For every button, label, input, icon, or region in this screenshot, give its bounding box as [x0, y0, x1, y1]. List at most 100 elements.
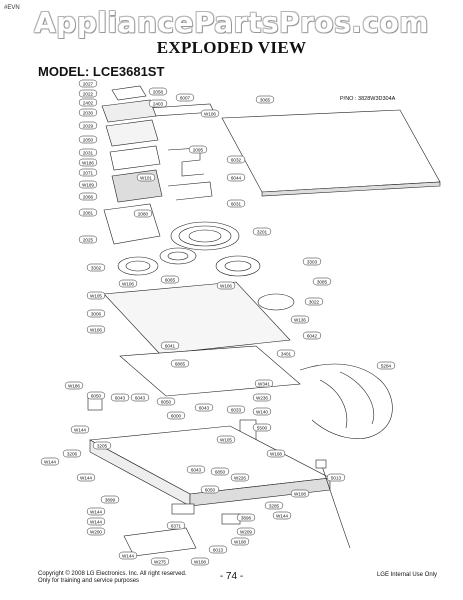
part-label: W101	[136, 173, 156, 182]
part-label: 3896	[236, 513, 256, 522]
part-label: W106	[86, 325, 106, 334]
top-board-part	[111, 85, 147, 101]
part-label: W226	[230, 473, 250, 482]
part-label-text: W106	[220, 284, 232, 289]
part-label-text: 3899	[105, 498, 116, 503]
part-label: 6043	[110, 393, 130, 402]
power-cord-part	[321, 465, 351, 549]
insulation-sheet-part	[119, 345, 301, 397]
part-label: 2025	[78, 235, 98, 244]
part-label: 2081	[78, 208, 98, 217]
part-label: W140	[252, 407, 272, 416]
part-label: W275	[150, 557, 170, 566]
part-label: 6043	[194, 403, 214, 412]
part-label: W186	[64, 381, 84, 390]
footer-left: Copyright © 2008 LG Electronics. Inc. Al…	[38, 571, 187, 585]
part-label: W106	[118, 279, 138, 288]
watermark: AppliancePartsPros.com	[34, 6, 429, 39]
part-label-text: 3022	[309, 300, 320, 305]
part-label-text: 2030	[83, 111, 94, 116]
part-label: 2027	[78, 79, 98, 88]
part-label-text: 6007	[180, 96, 191, 101]
part-label-text: W106	[204, 112, 216, 117]
part-label: 2403	[148, 99, 168, 108]
part-label-text: 2095	[193, 148, 204, 153]
part-label: W209	[236, 527, 256, 536]
part-label: 3206	[62, 449, 82, 458]
diagram-parts	[87, 85, 441, 557]
part-label: 6000	[166, 411, 186, 420]
part-label: 6850	[210, 467, 230, 476]
part-label-text: 3285	[269, 504, 280, 509]
part-label: 6013	[208, 545, 228, 554]
part-number-label: P/NO : 3828W3D304A	[340, 96, 396, 102]
part-label: 2031	[78, 148, 98, 157]
part-label: 6371	[166, 521, 186, 530]
part-label: W106	[216, 281, 236, 290]
part-label: W105	[86, 291, 106, 300]
part-label-text: W226	[234, 476, 246, 481]
element-mid-core	[167, 251, 189, 261]
part-label: W108	[190, 557, 210, 566]
part-label: 3285	[264, 501, 284, 510]
part-label-text: 3302	[91, 266, 102, 271]
part-label-text: 6041	[165, 344, 176, 349]
part-label: 3302	[86, 263, 106, 272]
part-label: 6065	[160, 275, 180, 284]
part-label: W144	[86, 517, 106, 526]
part-label: W200	[86, 527, 106, 536]
footer-right: LGE Internal Use Only	[376, 572, 437, 578]
glass-top-edge	[261, 181, 441, 197]
part-label-text: 6031	[231, 202, 242, 207]
part-label-text: 2080	[138, 212, 149, 217]
part-label: 2050	[78, 135, 98, 144]
part-label-text: W105	[90, 294, 102, 299]
glass-top-part	[221, 109, 441, 193]
wiring-harness-part	[299, 363, 393, 439]
part-label: 3201	[252, 227, 272, 236]
part-label: W108	[290, 489, 310, 498]
part-label: 6033	[226, 405, 246, 414]
part-label-text: 6013	[213, 548, 224, 553]
part-label-text: 6042	[307, 334, 318, 339]
part-label-text: 5284	[381, 364, 392, 369]
part-label: 6044	[226, 173, 246, 182]
element-right-part	[215, 255, 261, 277]
part-label-text: W108	[270, 452, 282, 457]
part-label: 6042	[302, 331, 322, 340]
large-element-core	[188, 229, 222, 243]
part-label-text: W189	[82, 183, 94, 188]
part-label: 6050	[156, 397, 176, 406]
element-right-core	[224, 260, 252, 272]
part-label-text: W200	[90, 530, 102, 535]
part-label: 2066	[78, 192, 98, 201]
part-label-text: W186	[68, 384, 80, 389]
part-label-text: W144	[90, 520, 102, 525]
part-label-text: W105	[220, 438, 232, 443]
element-pan-part	[103, 281, 291, 355]
part-label-text: W209	[240, 530, 252, 535]
part-label-text: W140	[256, 410, 268, 415]
part-label: 3205	[92, 441, 112, 450]
part-label-text: 6044	[231, 176, 242, 181]
part-label: 6050	[86, 391, 106, 400]
element-mid-part	[159, 247, 197, 265]
part-label: 2095	[188, 145, 208, 154]
part-label: 5013	[326, 473, 346, 482]
part-label-text: 2071	[83, 171, 94, 176]
part-label-text: 3401	[281, 352, 292, 357]
part-label: 3899	[100, 495, 120, 504]
part-label-text: 6033	[231, 408, 242, 413]
part-label: 2071	[78, 168, 98, 177]
part-label-text: 2025	[83, 238, 94, 243]
part-label: W144	[76, 473, 96, 482]
part-label: W105	[216, 435, 236, 444]
part-label: W108	[230, 537, 250, 546]
part-label-text: W108	[234, 540, 246, 545]
part-label-text: 3065	[260, 98, 271, 103]
part-label-text: W144	[122, 554, 134, 559]
part-label-text: 3085	[317, 280, 328, 285]
part-label-text: 2031	[83, 151, 94, 156]
fan-part	[171, 503, 195, 515]
